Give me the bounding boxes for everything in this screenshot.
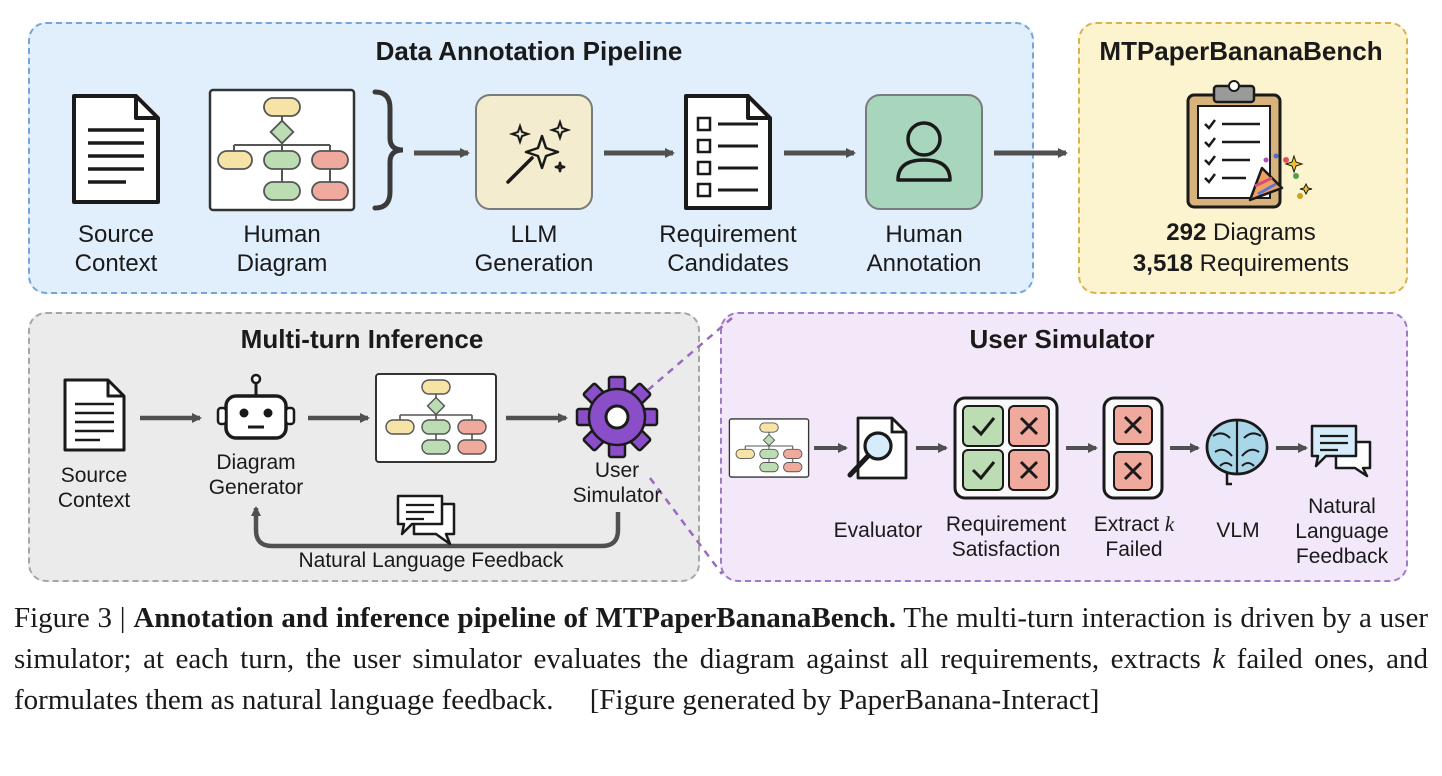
annotation-pipeline-title: Data Annotation Pipeline: [375, 36, 683, 66]
source-document-icon: [72, 94, 160, 204]
source-document-icon-small: [63, 378, 126, 452]
human-diagram-label: Human Diagram: [236, 221, 328, 277]
caption-generated-note: [Figure generated by PaperBanana-Interac…: [589, 684, 1100, 716]
llm-generation-label: LLM Generation: [474, 221, 594, 277]
robot-icon: [216, 373, 296, 440]
zoom-connector-bottom: [649, 477, 723, 575]
caption-text1: The multi-turn interaction is driven by …: [14, 602, 1428, 675]
diagrams-count: 292: [1166, 219, 1207, 246]
brain-icon: [1205, 418, 1269, 486]
human-annotation-label: Human Annotation: [866, 221, 982, 277]
requirement-candidates-label: Requirement Candidates: [659, 221, 797, 277]
diagrams-stat: 292 Diagrams: [1078, 219, 1404, 247]
diagram-generator-label: Diagram Generator: [208, 451, 304, 499]
nl-feedback-loop-label: Natural Language Feedback: [298, 549, 564, 572]
us-nl-feedback-label: Natural Language Feedback: [1295, 495, 1389, 568]
user-simulator-title: User Simulator: [969, 324, 1155, 354]
human-diagram-icon: [208, 88, 356, 212]
failed-list-icon: [1102, 396, 1164, 500]
extract-suffix: Failed: [1105, 538, 1163, 561]
feedback-loop-arrow: [251, 506, 621, 549]
magnifier-document-icon: [847, 416, 908, 480]
feedback-bubbles-icon: [1310, 424, 1372, 478]
extract-prefix: Extract: [1093, 513, 1165, 536]
multi-turn-panel: [28, 312, 700, 582]
requirements-label: Requirements: [1199, 250, 1350, 277]
satisfaction-grid-icon: [953, 396, 1059, 500]
benchmark-title: MTPaperBananaBench: [1099, 36, 1383, 66]
requirements-count: 3,518: [1132, 250, 1193, 277]
gear-icon: [575, 375, 659, 459]
generated-diagram-icon: [375, 373, 497, 463]
mt-source-context-label: Source Context: [57, 464, 131, 512]
extract-k: k: [1164, 512, 1175, 536]
requirement-satisfaction-label: Requirement Satisfaction: [945, 513, 1067, 561]
diagrams-label: Diagrams: [1213, 219, 1316, 246]
mt-user-simulator-label: User Simulator: [572, 459, 662, 507]
party-popper-icon: [1248, 153, 1313, 202]
requirement-list-icon: [684, 94, 772, 210]
requirements-stat: 3,518 Requirements: [1078, 250, 1404, 278]
vlm-label: VLM: [1216, 519, 1260, 542]
caption-k: k: [1212, 643, 1226, 675]
llm-sparkle-icon: [475, 94, 593, 210]
zoom-connector-top: [647, 317, 733, 391]
caption-bold: Annotation and inference pipeline of MTP…: [133, 602, 896, 634]
source-context-label: Source Context: [74, 221, 158, 277]
brace-icon: [372, 89, 404, 211]
chat-bubbles-icon: [396, 494, 456, 546]
input-diagram-icon: [728, 418, 810, 478]
figure-caption: Figure 3 | Annotation and inference pipe…: [14, 598, 1428, 721]
person-icon: [865, 94, 983, 210]
evaluator-label: Evaluator: [833, 519, 923, 542]
multi-turn-title: Multi-turn Inference: [240, 324, 484, 354]
caption-text2: failed ones, and formulates them as natu…: [14, 643, 1428, 716]
caption-prefix: Figure 3 |: [14, 602, 134, 634]
